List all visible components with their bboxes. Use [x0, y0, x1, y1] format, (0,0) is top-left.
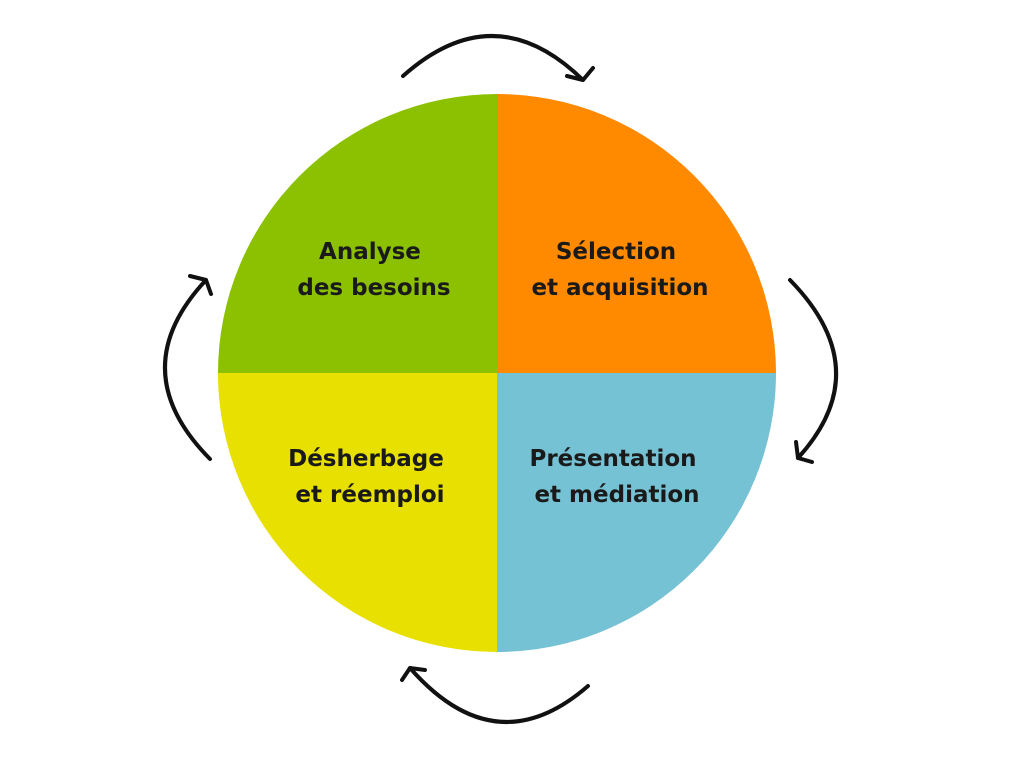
- quadrant-analyse-des-besoins: [218, 94, 497, 373]
- label-presentation-et-mediation: Présentation et médiation: [529, 446, 704, 508]
- arrow-icon-top: [401, 34, 595, 82]
- arrow-icon-bottom: [400, 666, 590, 724]
- quadrant-presentation-et-mediation: [497, 373, 776, 652]
- arrow-icon-right: [788, 278, 839, 464]
- quadrant-desherbage-et-reemploi: [218, 373, 497, 652]
- arrow-icon-left: [163, 274, 213, 461]
- quadrant-selection-et-acquisition: [497, 94, 776, 373]
- label-desherbage-et-reemploi: Désherbage et réemploi: [288, 446, 452, 508]
- label-analyse-des-besoins: Analyse des besoins: [297, 239, 450, 301]
- label-selection-et-acquisition: Sélection et acquisition: [531, 239, 708, 301]
